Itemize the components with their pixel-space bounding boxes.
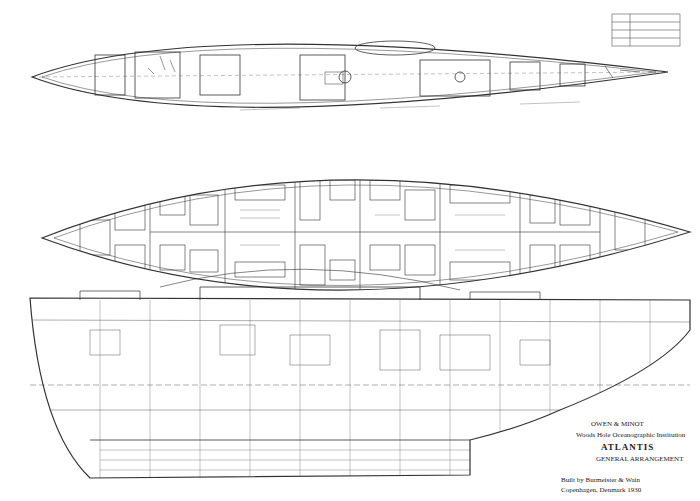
vessel-name: ATLANTIS xyxy=(600,442,655,452)
build-place: Copenhagen, Denmark 1930 xyxy=(560,486,642,494)
owner-name: Woods Hole Oceanographic Institution xyxy=(575,431,686,439)
designer-name: OWEN & MINOT xyxy=(590,420,645,428)
builder-name: Built by Burmeister & Wain xyxy=(560,476,641,484)
profile-section xyxy=(30,269,690,480)
deck-plan xyxy=(32,41,668,110)
drawing-title: GENERAL ARRANGEMENT xyxy=(595,455,684,463)
accommodation-plan xyxy=(42,150,690,330)
revision-table xyxy=(612,14,680,46)
